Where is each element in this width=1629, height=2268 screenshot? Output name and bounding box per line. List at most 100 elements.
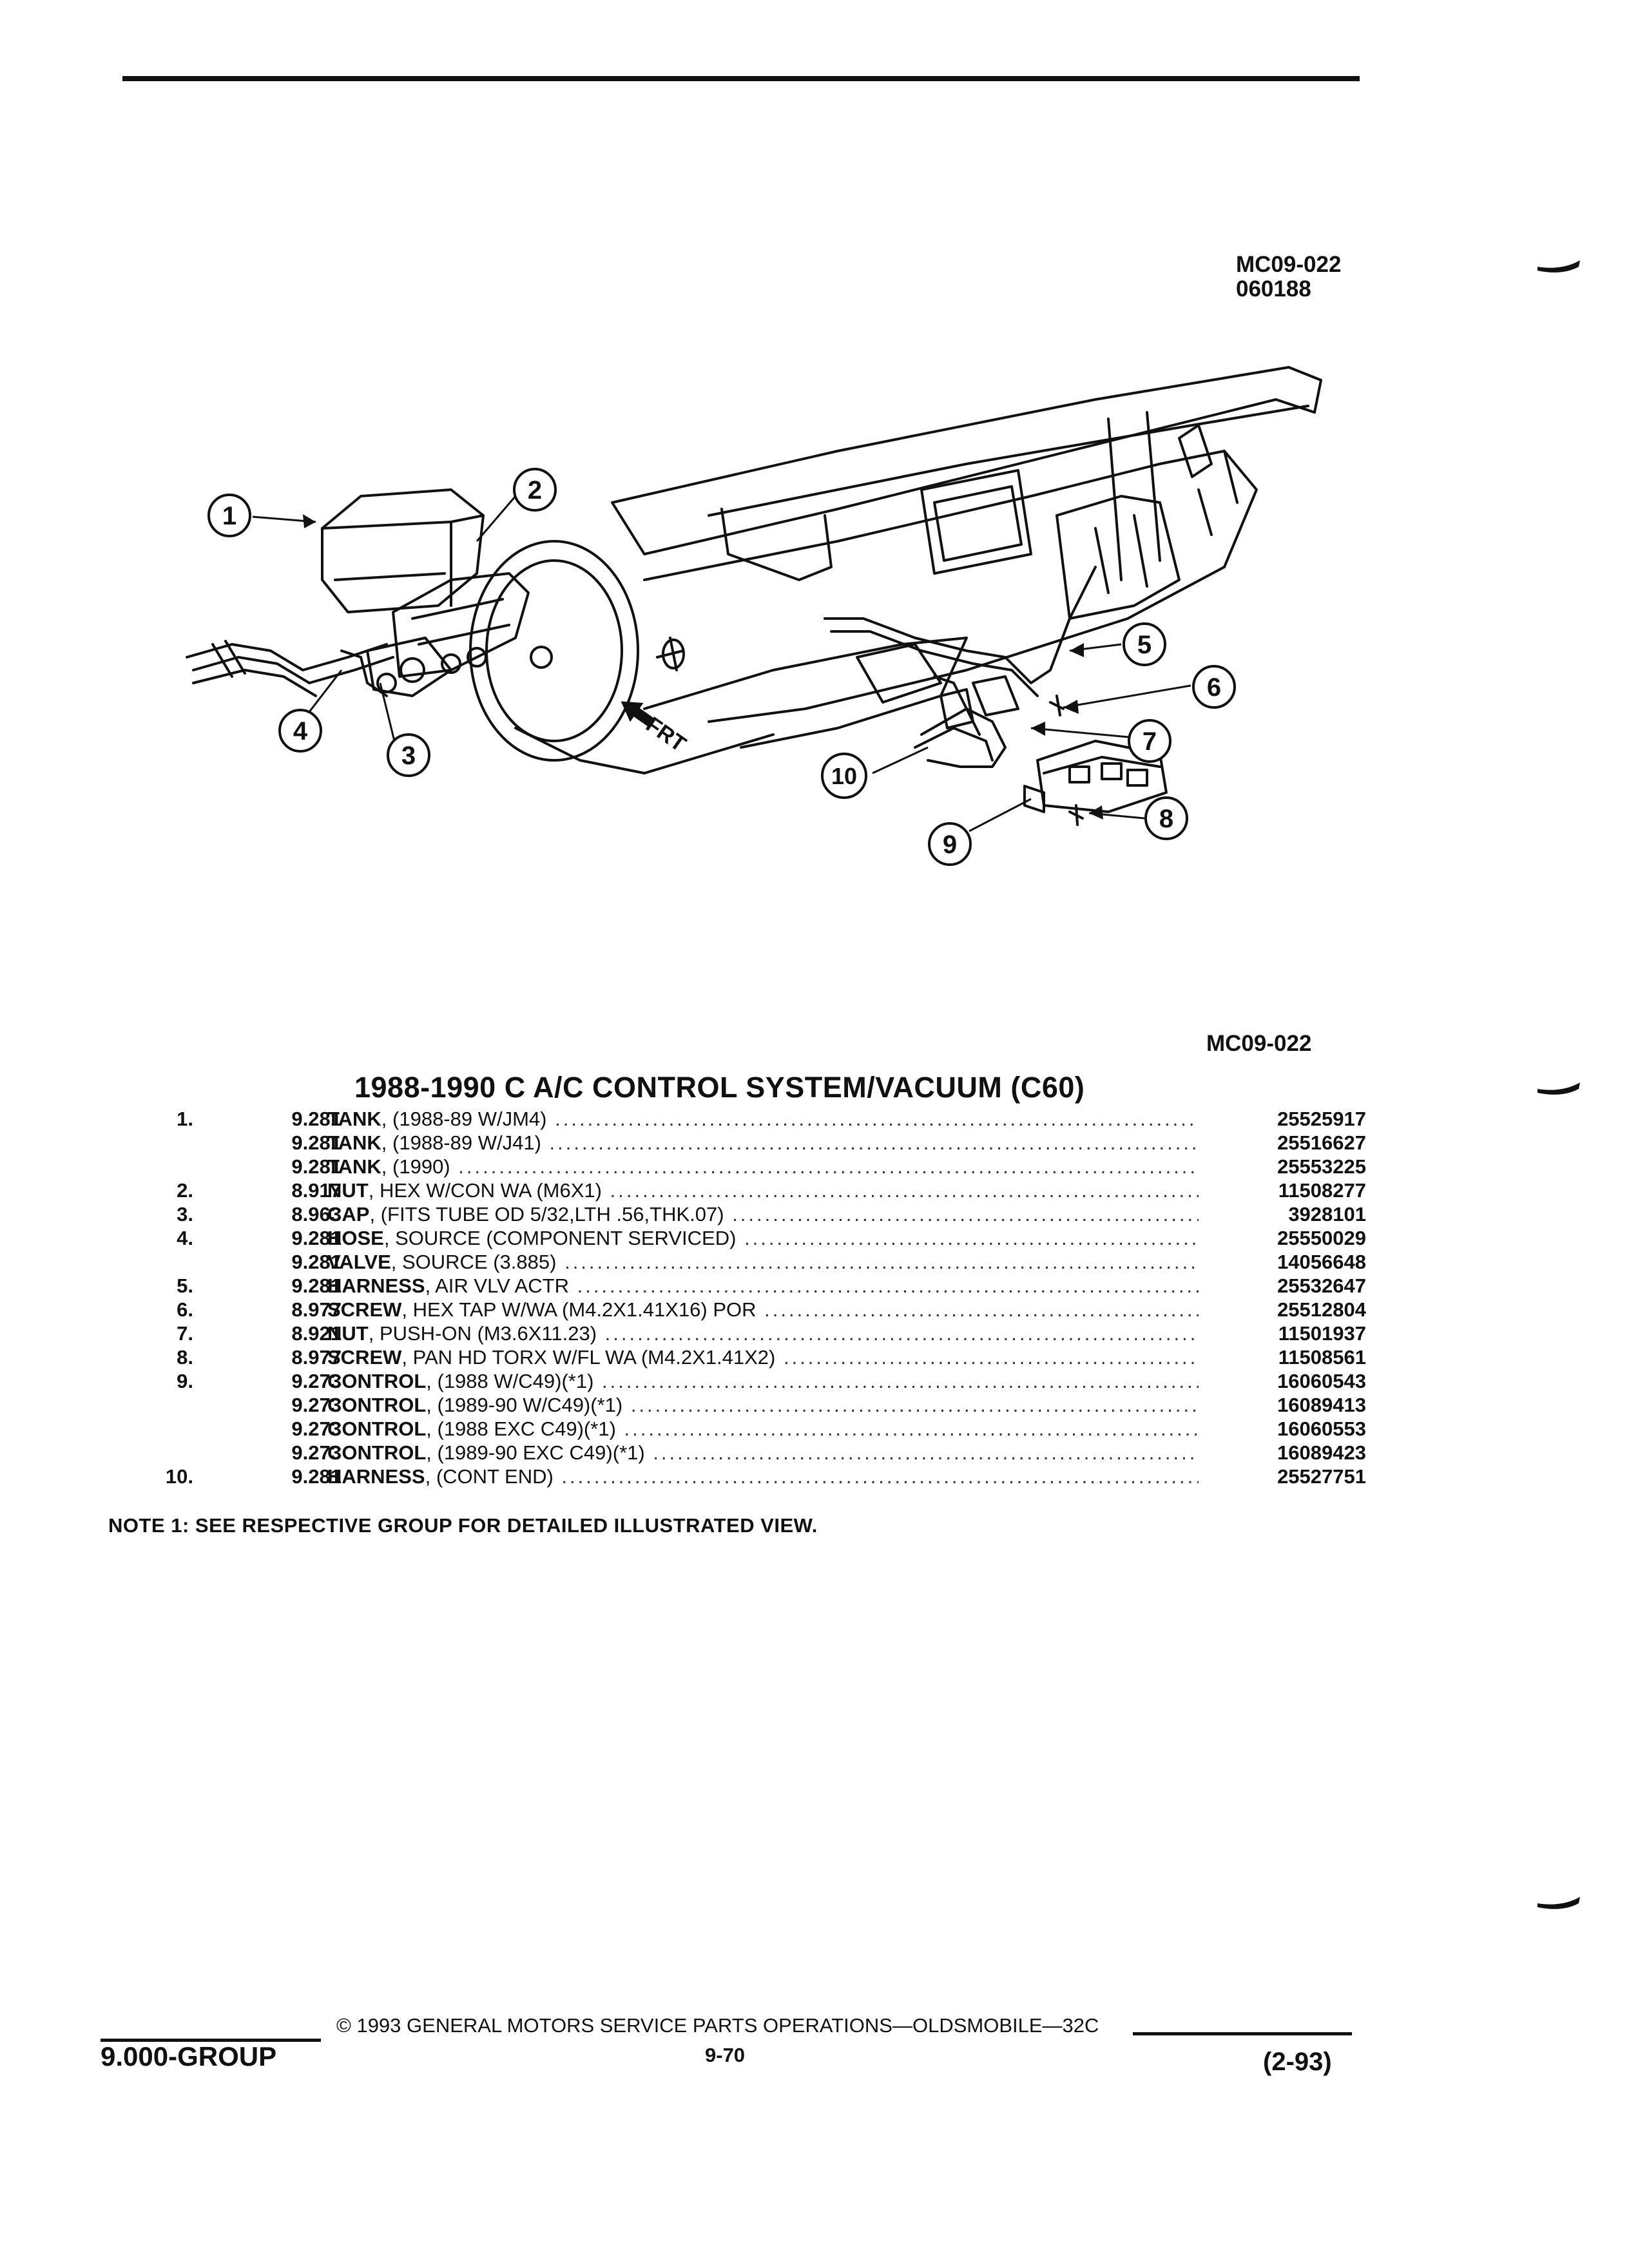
part-name: CONTROL — [327, 1370, 427, 1392]
part-detail: , (1988 W/C49)(*1) — [426, 1370, 594, 1392]
part-name: HOSE — [327, 1227, 384, 1249]
part-description: SCREW, PAN HD TORX W/FL WA (M4.2X1.41X2)… — [327, 1345, 1199, 1369]
part-description: CONTROL, (1988 W/C49)(*1) ..............… — [327, 1369, 1199, 1393]
group-number: 9.281 — [291, 1251, 342, 1273]
leader-dots: ........................................… — [630, 1394, 1199, 1416]
footer-rule-right — [1133, 2032, 1352, 2035]
item-number: 9. — [177, 1370, 193, 1392]
part-number: 16089423 — [1277, 1441, 1366, 1464]
part-detail: , (1989-90 W/C49)(*1) — [426, 1394, 623, 1416]
leader-dots: ........................................… — [555, 1108, 1199, 1130]
group-number: 9.273 — [291, 1370, 342, 1392]
front-direction-arrow — [621, 701, 656, 728]
part-name: SCREW — [327, 1298, 402, 1321]
part-name: CONTROL — [327, 1418, 427, 1440]
item-number: 3. — [177, 1203, 193, 1225]
harness-air-vlv — [824, 566, 1097, 684]
part-name: CONTROL — [327, 1394, 427, 1416]
part-detail: , (1988-89 W/J41) — [381, 1131, 541, 1154]
part-number: 14056648 — [1277, 1251, 1366, 1273]
footer-copyright: © 1993 GENERAL MOTORS SERVICE PARTS OPER… — [336, 2014, 1099, 2037]
part-description: NUT, PUSH-ON (M3.6X11.23) ..............… — [327, 1321, 1199, 1345]
revision-date: (2-93) — [1263, 2048, 1332, 2076]
group-number: 9.281 — [291, 1108, 342, 1130]
master-cylinder — [392, 572, 530, 678]
binding-mark-bottom — [1537, 1897, 1580, 1909]
group-number: 9.273 — [291, 1394, 342, 1416]
part-name: NUT — [327, 1179, 369, 1202]
leader-dots: ........................................… — [653, 1441, 1199, 1464]
part-number: 11501937 — [1278, 1322, 1366, 1345]
part-name: TANK — [327, 1131, 381, 1154]
part-name: CONTROL — [327, 1441, 427, 1464]
item-number: 10. — [165, 1465, 193, 1488]
leader-dots: ........................................… — [564, 1251, 1199, 1273]
group-number: 9.281 — [291, 1465, 342, 1488]
part-description: CONTROL, (1989-90 W/C49)(*1) ...........… — [327, 1393, 1199, 1417]
leader-dots: ........................................… — [458, 1155, 1199, 1178]
group-number: 8.977 — [291, 1346, 342, 1369]
callout-7: 7 — [1128, 719, 1171, 763]
item-number: 4. — [177, 1227, 193, 1249]
part-number: 25550029 — [1277, 1227, 1366, 1249]
item-number: 7. — [177, 1322, 193, 1345]
callout-2: 2 — [513, 468, 557, 512]
ac-control-head — [1036, 740, 1168, 813]
part-description: TANK, (1990) ...........................… — [327, 1155, 1199, 1178]
group-number: 8.921 — [291, 1322, 342, 1345]
footer-rule-left — [101, 2039, 321, 2042]
svg-text:1: 1 — [222, 502, 236, 530]
svg-text:8: 8 — [1159, 805, 1173, 833]
part-detail: , SOURCE (3.885) — [390, 1251, 557, 1273]
part-name: SCREW — [327, 1346, 402, 1369]
part-description: VALVE, SOURCE (3.885) ..................… — [327, 1250, 1199, 1274]
group-number: 9.281 — [291, 1227, 342, 1249]
part-number: 25553225 — [1277, 1155, 1366, 1178]
section-title: 1988-1990 C A/C CONTROL SYSTEM/VACUUM (C… — [354, 1071, 1085, 1104]
part-detail: , (CONT END) — [425, 1465, 554, 1488]
figure-date: 060188 — [1236, 276, 1311, 302]
part-name: NUT — [327, 1322, 369, 1345]
leader-dots: ........................................… — [561, 1465, 1199, 1488]
part-number: 16060543 — [1277, 1370, 1366, 1392]
part-description: TANK, (1988-89 W/J41) ..................… — [327, 1131, 1199, 1155]
part-detail: , (1988-89 W/JM4) — [381, 1108, 547, 1130]
part-name: VALVE — [327, 1251, 391, 1273]
leader-dots: ........................................… — [549, 1131, 1199, 1154]
top-rule — [122, 76, 1360, 81]
figure-code: MC09-022 — [1236, 252, 1342, 277]
part-number: 11508277 — [1278, 1179, 1366, 1202]
display-window — [920, 469, 1032, 575]
footer-group: 9.000-GROUP — [101, 2041, 277, 2071]
footnote: NOTE 1: SEE RESPECTIVE GROUP FOR DETAILE… — [108, 1514, 818, 1537]
part-description: NUT, HEX W/CON WA (M6X1) ...............… — [327, 1178, 1199, 1202]
part-number: 11508561 — [1278, 1346, 1366, 1369]
part-detail: , SOURCE (COMPONENT SERVICED) — [383, 1227, 737, 1249]
part-detail: , (1990) — [381, 1155, 450, 1178]
part-name: HARNESS — [327, 1465, 425, 1488]
part-detail: , (1988 EXC C49)(*1) — [426, 1418, 616, 1440]
group-number: 8.977 — [291, 1298, 342, 1321]
part-name: TANK — [327, 1155, 381, 1178]
item-number: 5. — [177, 1274, 193, 1297]
part-number: 25516627 — [1277, 1131, 1366, 1154]
part-name: HARNESS — [327, 1274, 425, 1297]
callout-8: 8 — [1144, 796, 1188, 840]
item-number: 8. — [177, 1346, 193, 1369]
svg-text:3: 3 — [401, 742, 416, 770]
svg-text:6: 6 — [1207, 673, 1221, 702]
leader-dots: ........................................… — [764, 1298, 1199, 1321]
callout-9: 9 — [928, 822, 972, 866]
callout-4: 4 — [278, 709, 322, 753]
svg-text:5: 5 — [1137, 631, 1152, 659]
part-detail: , PUSH-ON (M3.6X11.23) — [368, 1322, 597, 1345]
